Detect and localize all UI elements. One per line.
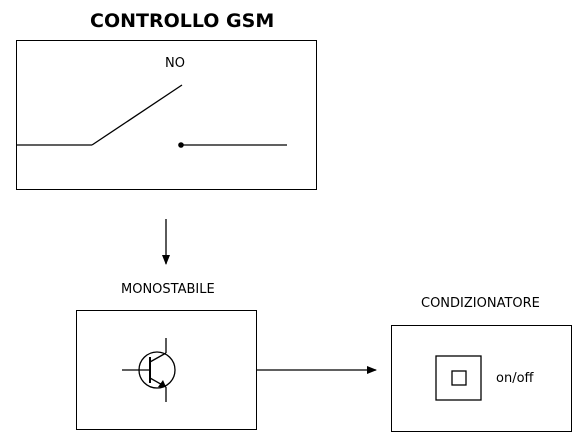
diagram-title: CONTROLLO GSM: [90, 10, 275, 32]
switch-lever: [91, 84, 183, 146]
switch-symbol: [17, 84, 287, 148]
monostable-label: MONOSTABILE: [121, 282, 215, 297]
conditioner-label: CONDIZIONATORE: [421, 296, 540, 311]
monostable-box: [76, 310, 257, 430]
on-off-button-icon: [435, 355, 482, 401]
transistor-icon: [122, 338, 176, 402]
switch-contact-label: NO: [165, 56, 185, 71]
conditioner-box: [391, 325, 572, 432]
gsm-control-box: [16, 40, 317, 190]
on-off-label: on/off: [496, 371, 534, 386]
